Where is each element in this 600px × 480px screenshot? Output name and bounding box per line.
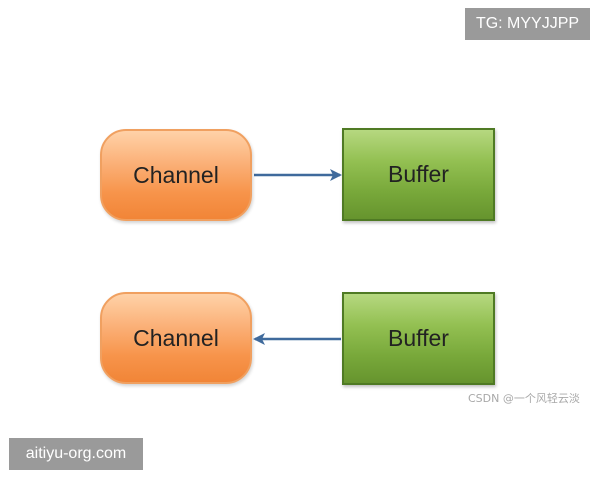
csdn-credit: CSDN @一个风轻云淡 <box>468 392 580 405</box>
channel-box-top: Channel <box>100 129 252 221</box>
watermark-bottom: aitiyu-org.com <box>9 438 143 470</box>
buffer-box-top: Buffer <box>342 128 495 221</box>
channel-box-bottom: Channel <box>100 292 252 384</box>
watermark-top: TG: MYYJJPP <box>465 8 590 40</box>
buffer-box-bottom: Buffer <box>342 292 495 385</box>
